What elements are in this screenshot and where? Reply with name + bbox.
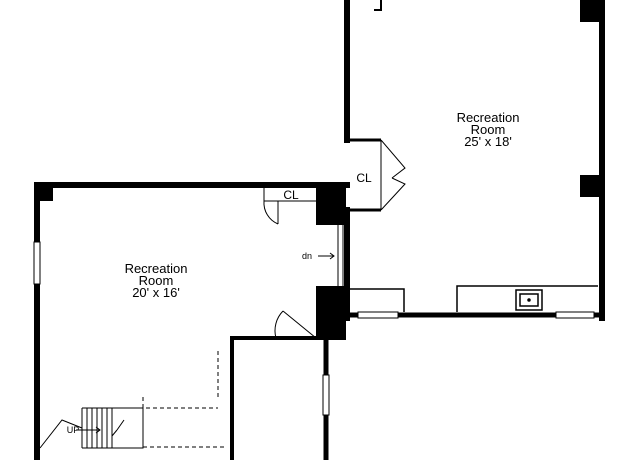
down-arrow-icon bbox=[318, 252, 335, 260]
closet-label-right: CL bbox=[356, 171, 372, 185]
right-room-walls bbox=[344, 0, 605, 321]
closet-right bbox=[347, 138, 406, 212]
up-arrow-icon bbox=[76, 426, 101, 434]
room-name-left-line1: Recreation bbox=[125, 261, 188, 276]
room-name-left-line2: Room bbox=[139, 273, 174, 288]
wall-column-left-top bbox=[37, 185, 53, 201]
wall-column-mid-right bbox=[580, 175, 605, 197]
room-name-right-line1: Recreation bbox=[457, 110, 520, 125]
closet-label-left: CL bbox=[283, 188, 299, 202]
left-room-walls bbox=[34, 182, 350, 460]
dashed-outline bbox=[142, 348, 226, 448]
room-dims-right: 25' x 18' bbox=[464, 134, 512, 149]
staircase bbox=[39, 407, 144, 449]
hallway-lines bbox=[337, 225, 344, 286]
closet-left bbox=[263, 185, 316, 225]
sink-icon bbox=[515, 289, 543, 311]
room-dims-left: 20' x 16' bbox=[132, 285, 180, 300]
counters bbox=[350, 285, 598, 312]
wall-column-center-bottom bbox=[316, 286, 346, 340]
right-room-windows bbox=[357, 311, 595, 319]
stairs-up-label: UP bbox=[67, 425, 80, 435]
left-wall-window bbox=[33, 241, 41, 285]
stairs-down-label: dn bbox=[302, 251, 312, 261]
room-name-right-line2: Room bbox=[471, 122, 506, 137]
wall-column-center-top bbox=[316, 185, 346, 225]
wall-column-top-right bbox=[580, 0, 605, 22]
door-swing bbox=[274, 310, 317, 339]
lower-wall-window bbox=[322, 374, 330, 416]
